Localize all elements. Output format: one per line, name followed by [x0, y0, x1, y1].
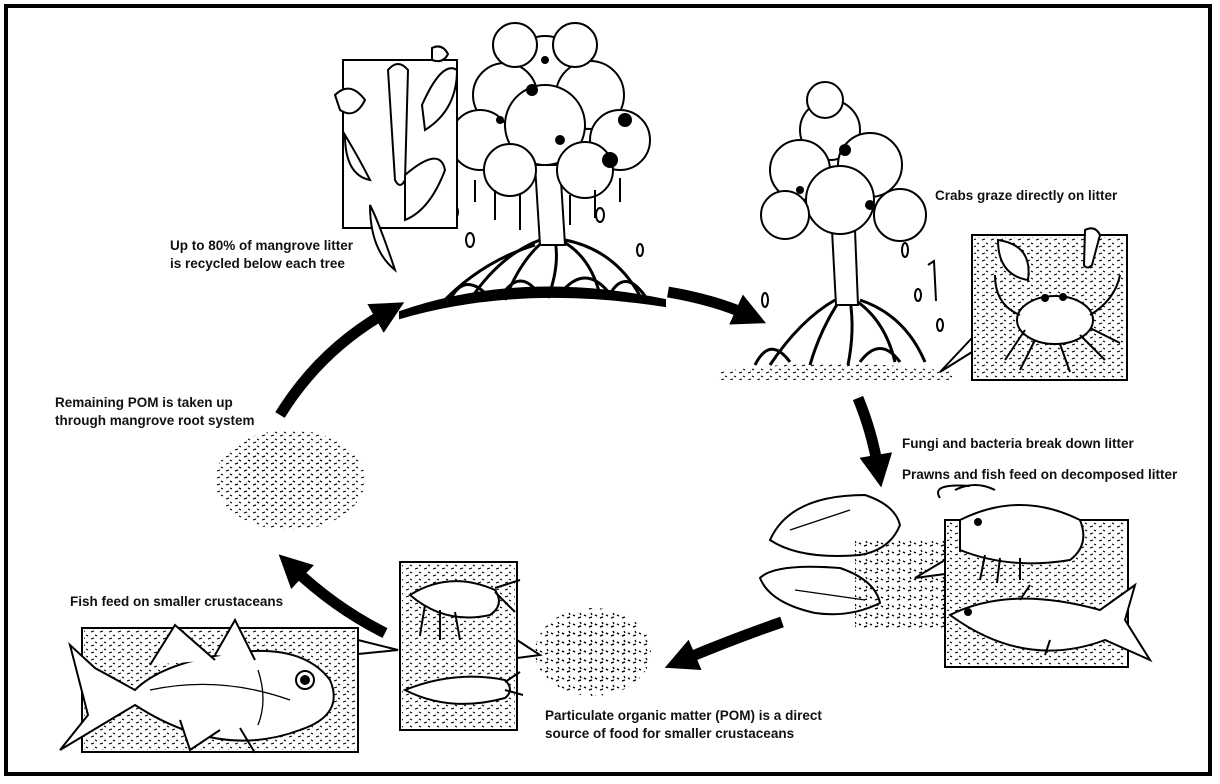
litter-inset [335, 46, 457, 270]
arrow-to-fish [293, 568, 385, 633]
label-pom-food-line2: source of food for smaller crustaceans [545, 725, 822, 743]
arrow-tree-to-crab-tree [668, 292, 748, 315]
decomposing-litter [760, 495, 945, 630]
label-fish-feed: Fish feed on smaller crustaceans [70, 593, 283, 611]
label-litter-recycled: Up to 80% of mangrove litter is recycled… [170, 237, 353, 273]
ground-right [718, 364, 955, 381]
label-crabs-graze: Crabs graze directly on litter [935, 187, 1117, 205]
label-remaining-pom-line2: through mangrove root system [55, 412, 255, 430]
label-remaining-pom: Remaining POM is taken up through mangro… [55, 394, 255, 430]
pom-scatter-left [215, 430, 365, 530]
prop-roots-right [755, 300, 925, 365]
canopy-right [761, 82, 926, 241]
label-prawns-fish: Prawns and fish feed on decomposed litte… [902, 466, 1177, 484]
label-fungi-bacteria: Fungi and bacteria break down litter [902, 435, 1134, 453]
arrow-up-to-tree [280, 312, 387, 415]
label-litter-recycled-line1: Up to 80% of mangrove litter [170, 237, 353, 255]
mangrove-tree-right [718, 82, 955, 380]
arrow-to-pom [683, 622, 782, 660]
pom-particles [535, 608, 651, 696]
ground-mound [400, 288, 665, 319]
crab-inset [940, 228, 1127, 380]
trunk-right [832, 230, 858, 305]
label-remaining-pom-line1: Remaining POM is taken up [55, 394, 255, 412]
arrow-down-to-prawns [858, 398, 878, 468]
crustacean-inset [400, 562, 540, 730]
prawn-fish-inset [915, 485, 1150, 667]
crab-callout-pointer [940, 338, 972, 372]
fish-callout-pointer [358, 640, 398, 654]
label-pom-food: Particulate organic matter (POM) is a di… [545, 707, 822, 743]
fish-inset [60, 620, 398, 753]
label-pom-food-line1: Particulate organic matter (POM) is a di… [545, 707, 822, 725]
label-litter-recycled-line2: is recycled below each tree [170, 255, 353, 273]
